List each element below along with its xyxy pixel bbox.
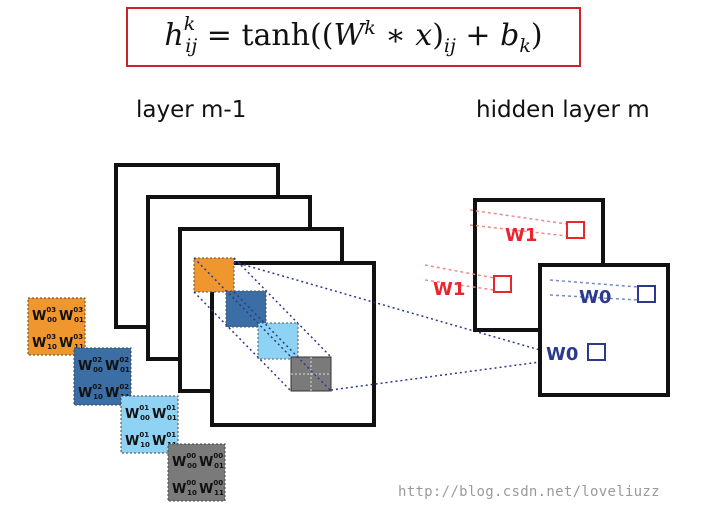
formula-h-sub: ij	[185, 35, 198, 57]
kernel-square-3	[167, 443, 226, 502]
patch-darkblue	[225, 290, 267, 328]
formula-h: h	[164, 18, 184, 53]
kernel-square-0	[27, 297, 86, 356]
w1-group: W1 W1	[424, 209, 585, 300]
w0-group: W0 W0	[546, 279, 656, 365]
formula: hkij = tanh((Wk ∗ x)ij + bk)	[164, 13, 543, 57]
formula-w-sup: k	[364, 17, 376, 39]
formula-h-sup: k	[183, 13, 196, 35]
w1-unit-top	[566, 221, 585, 239]
formula-tanh: tanh((	[241, 18, 334, 53]
layer-m-1-maps	[114, 163, 376, 427]
patch-lightblue	[257, 322, 299, 360]
formula-b: b	[500, 18, 520, 53]
formula-b-sub: k	[519, 35, 531, 57]
formula-conv: ∗	[375, 18, 416, 53]
hidden-layer-maps	[473, 198, 670, 397]
receptive-patches	[193, 257, 332, 392]
label-hidden-layer-m: hidden layer m	[476, 97, 650, 123]
patch-connector-lines	[193, 257, 541, 392]
formula-box: hkij = tanh((Wk ∗ x)ij + bk)	[126, 7, 581, 67]
formula-equals: =	[197, 18, 242, 53]
label-layer-m-1: layer m-1	[136, 97, 247, 123]
formula-w: W	[333, 18, 365, 53]
w0-label-bottom: W0	[546, 344, 578, 365]
w0-label-top: W0	[579, 287, 611, 308]
formula-end: )	[530, 18, 543, 53]
formula-plus: +	[455, 18, 501, 53]
patch-orange	[193, 257, 235, 293]
kernel-2: W0100W0101W0110W0111	[120, 395, 179, 454]
w1-unit-bottom	[493, 275, 512, 293]
formula-close: )	[432, 18, 444, 53]
watermark: http://blog.csdn.net/loveliuzz	[398, 484, 660, 500]
w1-label-top: W1	[505, 225, 537, 246]
w1-label-bottom: W1	[433, 279, 465, 300]
formula-close-sub: ij	[443, 35, 456, 57]
formula-x: x	[415, 18, 433, 53]
w0-unit-top	[637, 285, 656, 303]
kernels: W0300W0301W0310W0311W0200W0201W0210W0211…	[27, 297, 226, 502]
w0-unit-bottom	[587, 343, 606, 361]
